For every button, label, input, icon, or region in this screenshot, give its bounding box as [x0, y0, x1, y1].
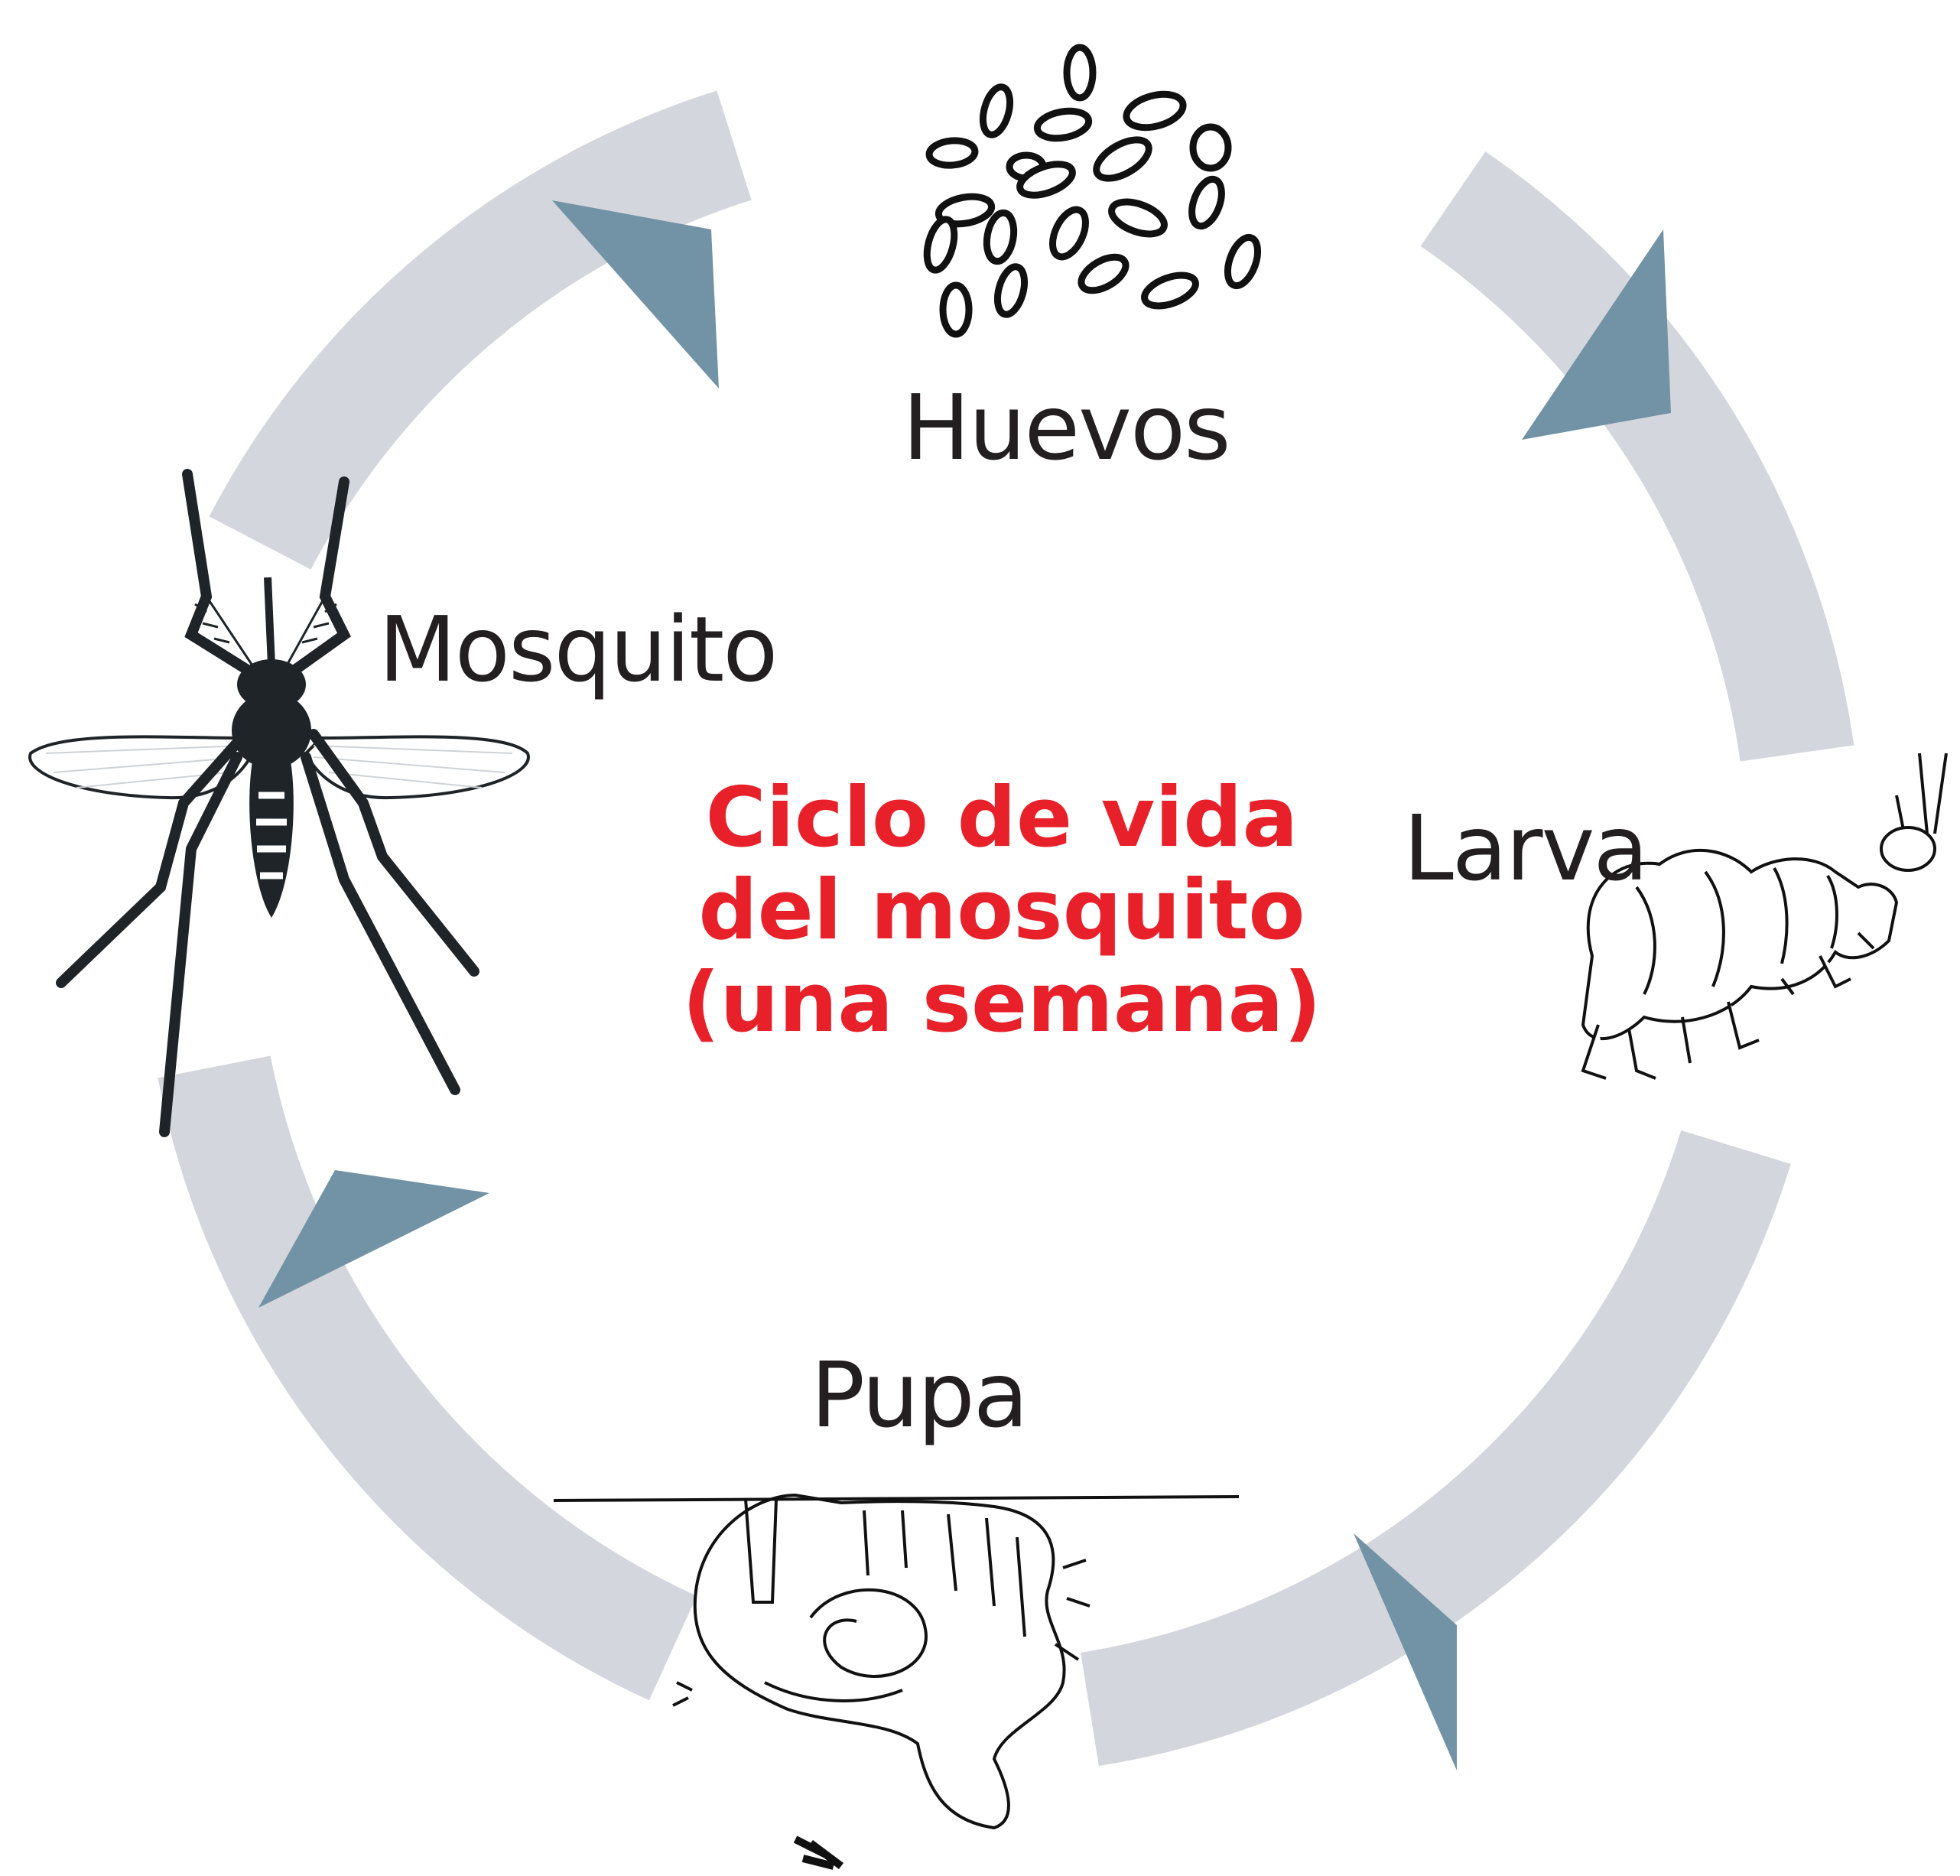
arrowhead-icon	[1522, 229, 1671, 440]
title-line: del mosquito	[698, 862, 1305, 958]
arrowhead-icon	[552, 200, 719, 389]
ring-segment-pupa-to-mosquito	[158, 1055, 697, 1701]
ring-segment-larva-to-pupa	[1081, 1130, 1791, 1767]
pupa-illustration	[553, 1493, 1240, 1870]
eggs-illustration	[923, 44, 1262, 338]
ring-segment-eggs-to-larva	[1420, 151, 1854, 762]
label-pupa: Pupa	[811, 1342, 1029, 1448]
larva-illustration	[1581, 753, 1948, 1080]
ring-segment-mosquito-to-eggs	[209, 90, 752, 570]
title-line: Ciclo de vida	[705, 770, 1299, 866]
diagram-title: Ciclo de vida del mosquito (una semana)	[665, 772, 1338, 1050]
label-eggs: Huevos	[902, 375, 1231, 480]
mosquito-illustration	[28, 469, 530, 1137]
arrowhead-icon	[258, 1170, 489, 1308]
title-line: (una semana)	[682, 954, 1321, 1051]
arrowhead-icon	[1354, 1533, 1457, 1770]
label-larva: Larva	[1403, 795, 1649, 901]
label-mosquito: Mosquito	[379, 597, 778, 702]
